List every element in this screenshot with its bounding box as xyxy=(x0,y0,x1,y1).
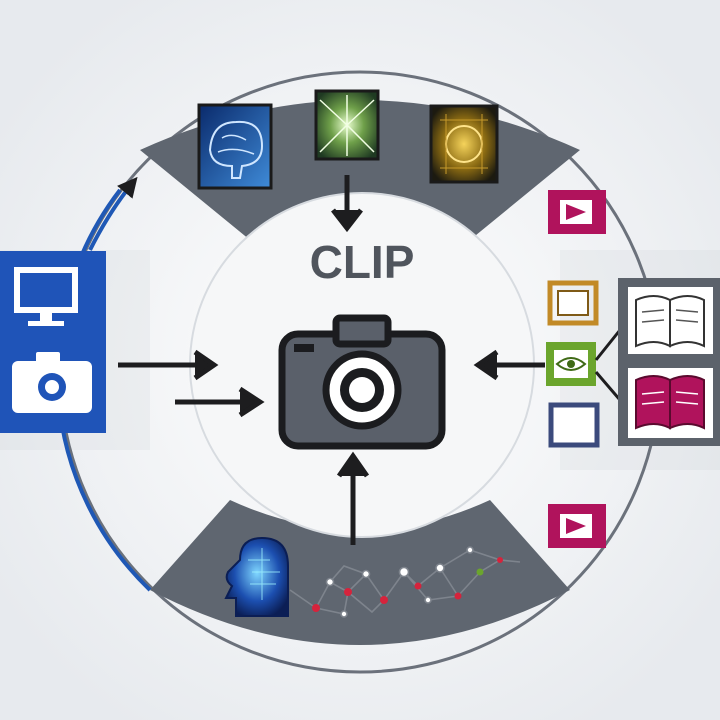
camera-icon xyxy=(12,352,92,413)
eye-icon xyxy=(546,342,596,386)
monitor-icon xyxy=(14,267,78,326)
arrow-top-head xyxy=(331,208,363,233)
brain-scan-image xyxy=(197,103,273,190)
connector xyxy=(594,329,622,361)
ai-head-icon xyxy=(224,536,289,617)
camera-icon xyxy=(278,314,446,450)
frame-icon xyxy=(548,402,600,448)
center-label: CLIP xyxy=(310,236,415,288)
arrow-right-head xyxy=(473,349,499,381)
arrow-left-upper-head xyxy=(193,349,219,381)
arrow-bottom-head xyxy=(336,451,370,478)
play-tag-icon xyxy=(548,504,606,548)
book-icon xyxy=(628,368,713,438)
right-inputs xyxy=(546,190,720,548)
arrow-left-lower-head xyxy=(238,386,265,418)
frame-icon xyxy=(547,280,599,326)
left-input-panel xyxy=(0,251,106,433)
input-arrows xyxy=(118,175,545,545)
circuit-glow-image xyxy=(429,104,499,184)
ring-arrow xyxy=(88,176,138,251)
node-network-icon xyxy=(289,546,521,618)
neural-burst-image xyxy=(314,89,380,161)
connector xyxy=(594,371,622,401)
play-tag-icon xyxy=(548,190,606,234)
book-icon xyxy=(628,287,713,354)
